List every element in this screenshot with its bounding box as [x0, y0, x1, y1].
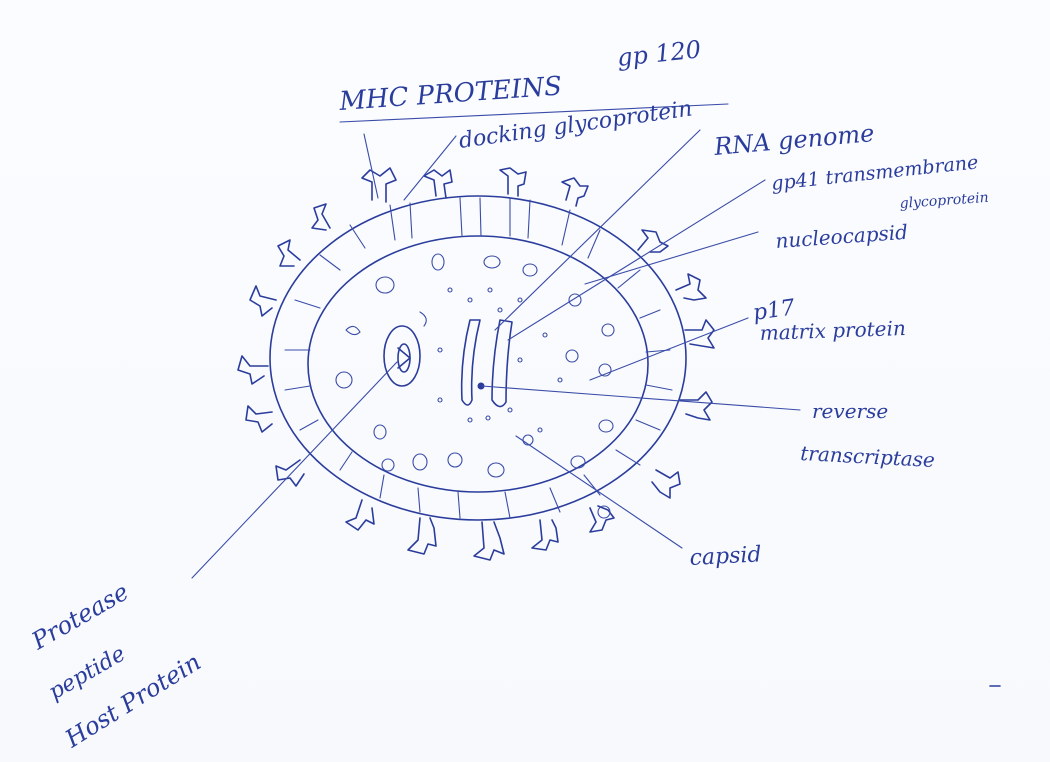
- callout-lines: [191, 103, 801, 579]
- label-gp120: gp 120: [616, 35, 703, 72]
- label-mhc-proteins: MHC PROTEINS: [337, 72, 563, 118]
- rna-genome: [460, 319, 513, 408]
- inner-matrix-boundary: [307, 235, 649, 493]
- core-particles: [335, 253, 615, 519]
- matrix-lines: [284, 197, 673, 519]
- label-rna-genome: RNA genome: [712, 119, 875, 161]
- label-nucleocapsid: nucleocapsid: [775, 220, 909, 253]
- protease-body: [383, 325, 421, 387]
- label-gp41-sub: glycoprotein: [899, 190, 989, 212]
- label-p17: p17: [751, 295, 796, 326]
- outer-envelope: [269, 195, 687, 521]
- label-matrix-protein: matrix protein: [759, 316, 906, 345]
- surface-spikes: [237, 167, 715, 561]
- label-reverse: reverse: [812, 399, 888, 423]
- label-transcriptase: transcriptase: [800, 441, 936, 472]
- label-capsid: capsid: [689, 542, 762, 571]
- label-gp41: gp41 transmembrane: [770, 151, 979, 195]
